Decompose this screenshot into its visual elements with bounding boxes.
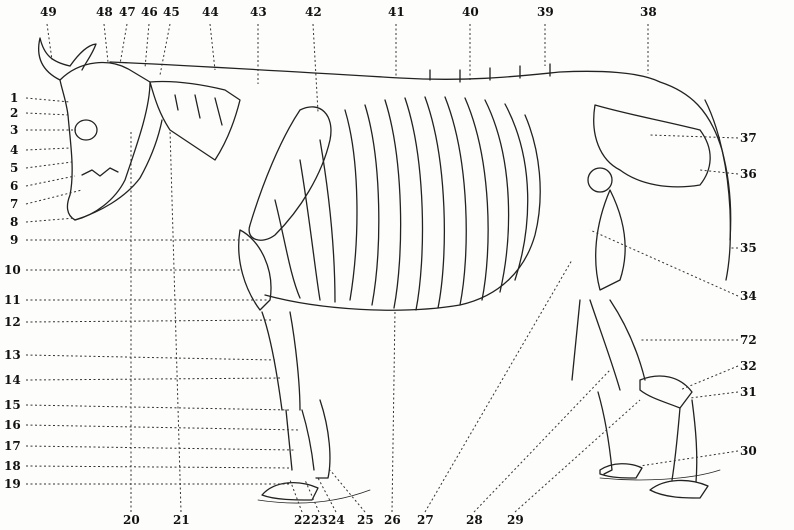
hip-joint xyxy=(588,168,612,192)
label-48: 48 xyxy=(96,6,113,18)
label-24: 24 xyxy=(328,514,345,526)
label-21: 21 xyxy=(173,514,190,526)
neck xyxy=(150,81,240,160)
spine xyxy=(110,62,731,240)
label-49: 49 xyxy=(40,6,57,18)
cannon-bone-hind xyxy=(672,400,697,482)
hind-hoof-near xyxy=(600,464,642,478)
label-1: 1 xyxy=(10,92,18,104)
label-44: 44 xyxy=(202,6,219,18)
label-39: 39 xyxy=(537,6,554,18)
label-34: 34 xyxy=(740,290,757,302)
label-72: 72 xyxy=(740,334,757,346)
ground-shadow xyxy=(600,470,720,480)
forearm xyxy=(262,312,300,410)
label-13: 13 xyxy=(4,349,21,361)
scapula xyxy=(249,107,331,240)
belly xyxy=(265,115,540,310)
label-37: 37 xyxy=(740,132,757,144)
label-29: 29 xyxy=(507,514,524,526)
label-20: 20 xyxy=(123,514,140,526)
tail xyxy=(705,100,730,280)
label-32: 32 xyxy=(740,360,757,372)
label-2: 2 xyxy=(10,107,18,119)
label-11: 11 xyxy=(4,294,21,306)
label-42: 42 xyxy=(305,6,322,18)
label-19: 19 xyxy=(4,478,21,490)
label-12: 12 xyxy=(4,316,21,328)
hock xyxy=(640,376,692,408)
hind-hoof xyxy=(650,480,708,498)
label-40: 40 xyxy=(462,6,479,18)
label-28: 28 xyxy=(466,514,483,526)
label-27: 27 xyxy=(417,514,434,526)
tibia xyxy=(590,300,645,390)
skull xyxy=(60,63,150,220)
label-14: 14 xyxy=(4,374,21,386)
label-10: 10 xyxy=(4,264,21,276)
label-6: 6 xyxy=(10,180,18,192)
teeth-row xyxy=(82,168,118,176)
label-9: 9 xyxy=(10,234,18,246)
label-41: 41 xyxy=(388,6,405,18)
label-46: 46 xyxy=(141,6,158,18)
label-25: 25 xyxy=(357,514,374,526)
label-43: 43 xyxy=(250,6,267,18)
label-35: 35 xyxy=(740,242,757,254)
label-18: 18 xyxy=(4,460,21,472)
jaw xyxy=(75,120,162,220)
label-17: 17 xyxy=(4,440,21,452)
label-8: 8 xyxy=(10,216,18,228)
cannon-bone-fore xyxy=(286,410,314,470)
label-7: 7 xyxy=(10,198,18,210)
eye-orbit xyxy=(75,120,97,140)
label-38: 38 xyxy=(640,6,657,18)
label-47: 47 xyxy=(119,6,136,18)
humerus xyxy=(239,230,271,310)
label-31: 31 xyxy=(740,386,757,398)
label-45: 45 xyxy=(163,6,180,18)
label-4: 4 xyxy=(10,144,18,156)
femur xyxy=(596,190,626,290)
label-36: 36 xyxy=(740,168,757,180)
label-5: 5 xyxy=(10,162,18,174)
label-26: 26 xyxy=(384,514,401,526)
rib-cage xyxy=(275,97,528,310)
label-16: 16 xyxy=(4,419,21,431)
label-3: 3 xyxy=(10,124,18,136)
label-22: 22 xyxy=(294,514,311,526)
label-30: 30 xyxy=(740,445,757,457)
label-23: 23 xyxy=(311,514,328,526)
horn xyxy=(39,38,70,80)
label-15: 15 xyxy=(4,399,21,411)
